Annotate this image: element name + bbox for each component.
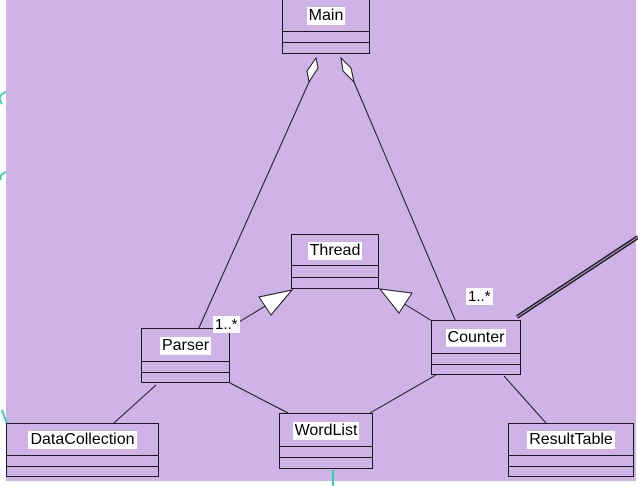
aggregation-diamond-parser-main <box>306 56 319 84</box>
association-line-parser-datacollection <box>113 384 157 424</box>
class-box-main[interactable]: Main <box>282 0 370 54</box>
class-box-thread[interactable]: Thread <box>291 234 379 289</box>
multiplicity-parser-thread: 1..* <box>213 316 240 333</box>
association-line-counter-wordlist <box>369 374 437 414</box>
generalization-arrow-parser-thread <box>258 289 294 316</box>
association-line-parser-wordlist <box>229 382 289 414</box>
stray-teal-arc-top <box>0 91 7 105</box>
class-box-parser[interactable]: Parser <box>141 328 230 383</box>
offscreen-connector-line-inner <box>516 236 638 318</box>
class-name-datacollection: DataCollection <box>28 431 137 449</box>
aggregation-diamond-counter-main <box>340 56 355 84</box>
class-box-wordlist[interactable]: WordList <box>279 413 373 469</box>
stray-teal-tick-bottom-left <box>1 409 8 425</box>
association-line-counter-resulttable <box>503 375 547 424</box>
class-name-counter: Counter <box>445 329 507 347</box>
aggregation-line-parser-main <box>197 81 310 331</box>
class-name-main: Main <box>306 7 346 25</box>
class-box-counter[interactable]: Counter <box>431 320 521 375</box>
generalization-arrow-counter-thread <box>378 288 413 314</box>
class-name-thread: Thread <box>307 242 363 260</box>
class-name-resulttable: ResultTable <box>527 431 615 449</box>
class-box-datacollection[interactable]: DataCollection <box>6 423 159 477</box>
class-name-parser: Parser <box>159 337 212 355</box>
multiplicity-counter-main: 1..* <box>466 288 493 305</box>
aggregation-line-counter-main <box>353 81 457 323</box>
class-box-resulttable[interactable]: ResultTable <box>508 423 634 477</box>
stray-teal-arc-mid <box>0 171 7 181</box>
class-name-wordlist: WordList <box>292 422 360 440</box>
